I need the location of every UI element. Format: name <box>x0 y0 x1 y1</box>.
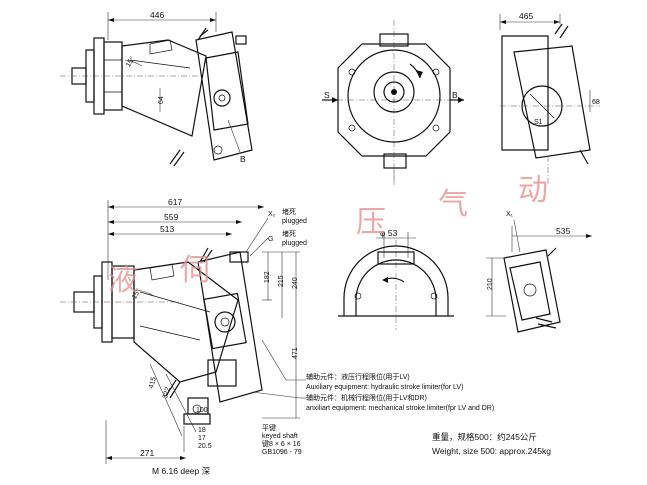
aux-en-2: anxiliart equipment: mechanical stroke l… <box>306 405 494 412</box>
dim-240: 240 <box>292 277 299 289</box>
top-right-view: 465 68 S1 <box>499 11 600 184</box>
dim-322: 322 <box>162 386 172 399</box>
dim-17: 17 <box>198 435 206 442</box>
dim-446: 446 <box>150 10 164 20</box>
dim-phi53: φ 53 <box>380 228 398 238</box>
port-B-right: B <box>452 90 458 100</box>
dim-phi100: 100 <box>196 407 208 414</box>
weight-cn: 重量，规格500：约245公斤 <box>432 432 537 442</box>
port-X2: X₂ <box>268 211 276 218</box>
key-std: GB1096 - 79 <box>262 449 302 456</box>
dim-182: 182 <box>264 271 271 283</box>
angle-15-top: 15° <box>124 55 136 68</box>
dim-617: 617 <box>168 197 182 207</box>
watermark: 液 伺 压 气 动 <box>108 173 548 298</box>
aux-equipment-callouts: 辅助元件：液压行程限位(用于LV) Auxiliary equipment: h… <box>251 339 494 456</box>
plugged-cn-2: 堵死 <box>282 229 296 238</box>
watermark-char-1: 液 <box>108 263 138 298</box>
dim-415: 415 <box>148 376 158 389</box>
key-cn: 平键 <box>262 423 276 432</box>
dim-18: 18 <box>198 427 206 434</box>
port-S1: S1 <box>534 119 543 126</box>
dim-68: 68 <box>592 99 600 106</box>
watermark-char-4: 气 <box>438 187 468 222</box>
top-center-front-view: S B <box>322 20 464 186</box>
bottom-center-view: φ 53 <box>338 228 454 330</box>
aux-cn-2: 辅助元件：机械行程限位(用于LV和DR) <box>306 393 427 402</box>
dim-210: 210 <box>487 278 494 290</box>
dim-64: 64 <box>158 96 165 104</box>
port-S-left: S <box>324 90 330 100</box>
dim-513: 513 <box>160 224 174 234</box>
aux-en-1: Auxiliary equipment: hydraulic stroke li… <box>306 384 463 391</box>
plugged-cn-1: 堵死 <box>282 207 296 216</box>
plugged-en-1: plugged <box>282 218 307 225</box>
key-en: keyed shaft <box>262 433 298 440</box>
watermark-char-3: 压 <box>356 205 386 240</box>
top-left-side-view: 446 15° 64 B <box>60 10 253 167</box>
aux-cn-1: 辅助元件：液压行程限位(用于LV) <box>306 372 410 381</box>
key-spec: 键8 × 6 × 16 <box>262 439 301 448</box>
port-B-label: B <box>240 154 246 164</box>
dim-215: 215 <box>278 275 285 287</box>
plugged-en-2: plugged <box>282 240 307 247</box>
dim-271: 271 <box>140 448 154 458</box>
port-X1: X₁ <box>506 211 514 218</box>
port-G: G <box>268 236 273 243</box>
watermark-char-2: 伺 <box>180 253 210 288</box>
bottom-right-view: 535 X₁ 210 <box>486 211 592 333</box>
weight-note: 重量，规格500：约245公斤 Weight, size 500: approx… <box>432 432 551 456</box>
thread-label: M 6.16 deep 深 <box>152 466 211 476</box>
dim-20-5: 20.5 <box>198 443 212 450</box>
dim-471: 471 <box>292 347 299 359</box>
watermark-char-5: 动 <box>518 173 548 208</box>
dim-559: 559 <box>164 212 178 222</box>
weight-en: Weight, size 500: approx.245kg <box>432 446 551 456</box>
dim-535: 535 <box>556 226 570 236</box>
dim-465: 465 <box>519 11 533 21</box>
